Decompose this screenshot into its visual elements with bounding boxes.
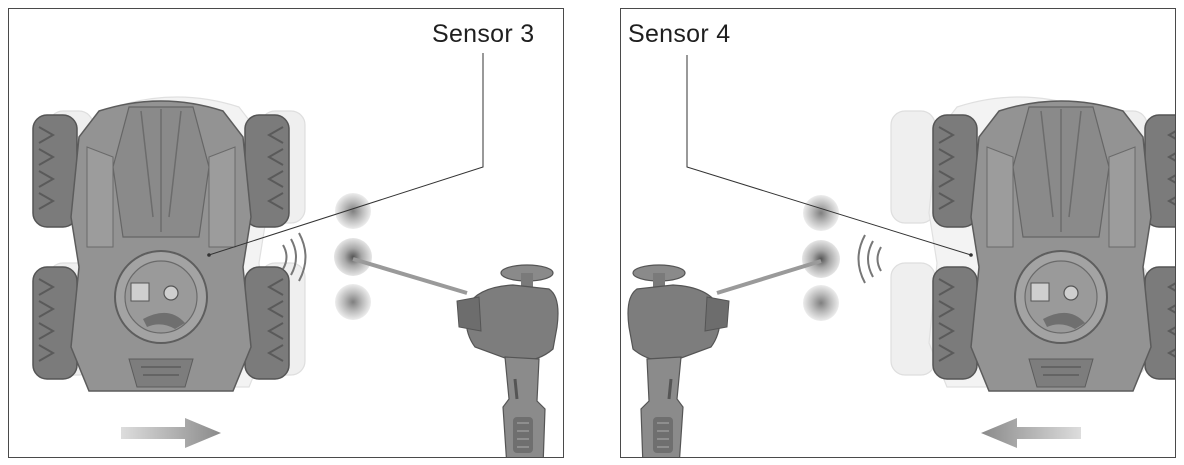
- remote-controller-icon: [626, 263, 731, 457]
- signal-dot-active-icon: [334, 238, 372, 276]
- panel-illustration: [626, 55, 1175, 457]
- signal-dot-icon: [803, 285, 839, 321]
- signal-dot-active-icon: [802, 240, 840, 278]
- signal-dot-icon: [335, 284, 371, 320]
- signal-dot-icon: [803, 195, 839, 231]
- signal-waves-icon: [282, 232, 307, 282]
- sensor-leader-line: [686, 55, 972, 256]
- movement-arrow-icon: [981, 418, 1081, 448]
- signal-waves-icon: [857, 234, 882, 284]
- sensor-leader-line: [208, 53, 484, 256]
- sensor-label: Sensor 4: [628, 20, 731, 48]
- diagram-panel-sensor-3: Sensor 3: [8, 8, 564, 458]
- sensor-point: [969, 253, 973, 257]
- infrared-beam: [352, 257, 468, 295]
- panel-illustration: [32, 53, 560, 457]
- sensor-point: [207, 253, 211, 257]
- infrared-beam: [716, 259, 822, 295]
- diagram-panel-sensor-4: Sensor 4: [620, 8, 1176, 458]
- sensor-label: Sensor 3: [432, 20, 535, 48]
- signal-dot-icon: [335, 193, 371, 229]
- movement-arrow-icon: [121, 418, 221, 448]
- remote-controller-icon: [455, 263, 560, 457]
